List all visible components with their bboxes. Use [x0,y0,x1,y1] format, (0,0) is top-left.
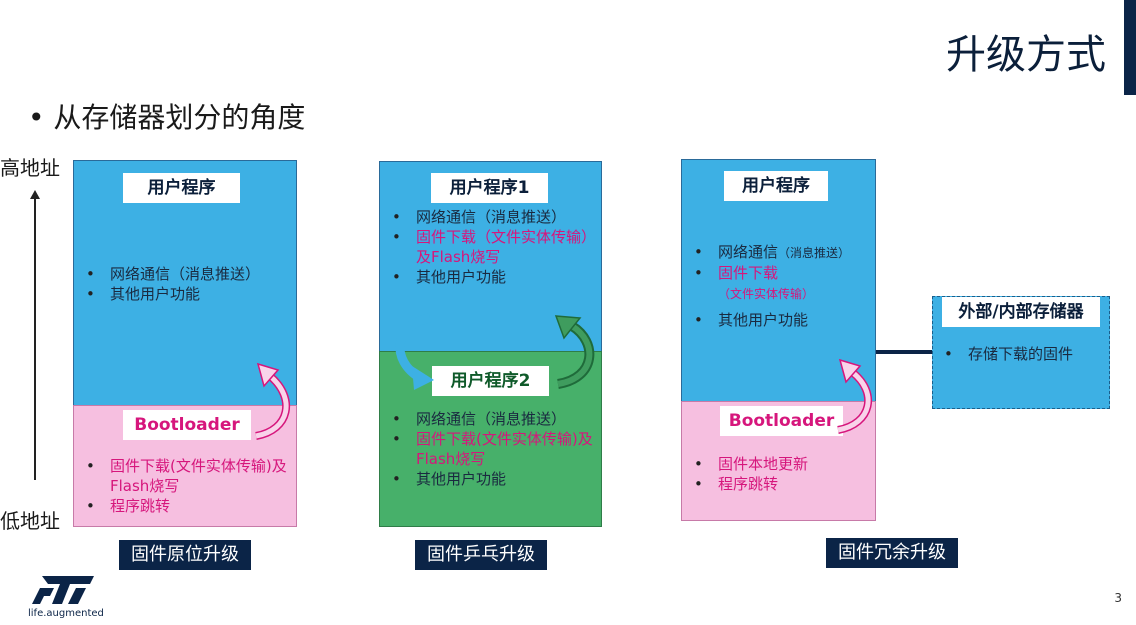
list-item: 其他用户功能 [80,284,295,304]
list-item: 固件下载(文件实体传输)及Flash烧写 [386,429,598,469]
axis-low-label: 低地址 [0,509,60,533]
curved-arrow-icon [255,362,290,440]
axis-line [34,198,36,480]
scheme3-app-label: 用户程序 [724,171,828,201]
curved-arrow-icon [837,358,873,434]
page-title: 升级方式 [946,32,1106,78]
list-item: 固件下载 （文件实体传输） [688,263,874,304]
page-number: 3 [1114,591,1122,605]
title-accent-bar [1124,0,1136,95]
scheme2-app1-list: 网络通信（消息推送） 固件下载（文件实体传输）及Flash烧写 其他用户功能 [386,207,598,287]
scheme3-boot-label: Bootloader [720,406,843,436]
brand-tagline: life.augmented [28,608,104,619]
scheme2-app2-list: 网络通信（消息推送） 固件下载(文件实体传输)及Flash烧写 其他用户功能 [386,409,598,489]
scheme2-app1-label: 用户程序1 [431,173,548,203]
scheme3-app-list: 网络通信（消息推送） 固件下载 （文件实体传输） 其他用户功能 [688,242,874,330]
scheme1-app-label: 用户程序 [123,173,240,203]
storage-label: 外部/内部存储器 [942,297,1100,327]
list-item: 网络通信（消息推送） [688,242,874,263]
list-item: 存储下载的固件 [938,344,1108,364]
list-item: 其他用户功能 [688,310,874,330]
list-item: 网络通信（消息推送） [80,264,295,284]
item-note: （文件实体传输） [718,287,815,301]
list-item: 固件下载(文件实体传输)及Flash烧写 [80,456,295,496]
list-item: 程序跳转 [80,496,295,516]
list-item: 其他用户功能 [386,469,598,489]
list-item: 其他用户功能 [386,267,598,287]
scheme3-caption: 固件冗余升级 [826,538,958,568]
scheme1-app-list: 网络通信（消息推送） 其他用户功能 [80,264,295,304]
list-item: 固件本地更新 [688,454,874,474]
list-item: 网络通信（消息推送） [386,207,598,227]
item-note: （消息推送） [778,246,851,260]
item-text: 固件下载 [718,264,779,282]
storage-connector [876,350,933,354]
storage-list: 存储下载的固件 [938,344,1108,364]
subtitle: • 从存储器划分的角度 [28,101,306,134]
scheme1-boot-label: Bootloader [123,410,251,440]
list-item: 网络通信（消息推送） [386,409,598,429]
scheme3-boot-list: 固件本地更新 程序跳转 [688,454,874,494]
axis-arrow-icon [30,190,40,199]
scheme2-app2-label: 用户程序2 [432,366,549,396]
item-text: 网络通信 [718,243,779,261]
list-item: 固件下载（文件实体传输）及Flash烧写 [386,227,598,267]
scheme2-caption: 固件乒乓升级 [415,540,547,570]
axis-high-label: 高地址 [0,156,60,180]
list-item: 程序跳转 [688,474,874,494]
scheme1-boot-list: 固件下载(文件实体传输)及Flash烧写 程序跳转 [80,456,295,516]
curved-arrow-icon [395,313,434,390]
st-logo-icon [32,576,94,604]
curved-arrow-icon [554,315,595,389]
scheme1-caption: 固件原位升级 [119,540,251,570]
